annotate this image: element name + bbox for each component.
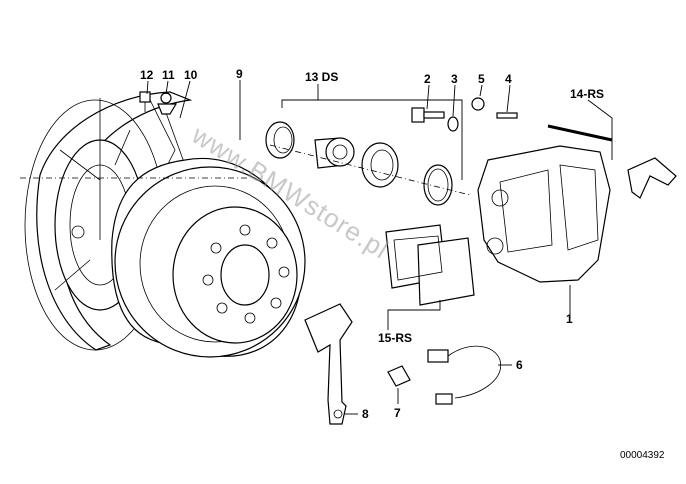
callout-13-ds: 13 DS [305,70,338,84]
callout-12: 12 [140,68,154,82]
callout-1: 1 [566,312,573,326]
wear-sensor-6 [427,345,501,405]
callout-4: 4 [505,72,512,86]
callout-14-rs: 14-RS [570,87,604,101]
brake-caliper [477,145,611,283]
callout-2: 2 [424,72,431,86]
callout-5: 5 [478,72,485,86]
screw-12 [139,91,151,112]
bleeder-5-4 [471,97,518,119]
callout-11: 11 [162,68,175,82]
bracket-8 [304,303,353,425]
brake-pads [385,224,475,306]
washer-11 [157,92,178,115]
callout-labels: 12 11 10 9 13 DS 2 3 5 4 14-RS 1 15-RS 6… [140,67,604,421]
callout-7: 7 [394,406,401,420]
callout-15-rs: 15-RS [378,331,412,345]
callout-6: 6 [516,358,523,372]
callout-10: 10 [184,68,198,82]
retaining-pin-14 [547,124,677,199]
bearing-kit [265,121,453,206]
bolt-2 [411,107,445,123]
sensor-clip-7 [387,365,411,387]
callout-9: 9 [236,67,243,81]
brake-disc [111,158,306,358]
wheel-bolt-holes [202,224,290,324]
leader-lines [146,80,613,415]
centerlines [20,98,471,240]
washer-3 [447,116,459,132]
document-number: 00004392 [620,450,665,461]
callout-8: 8 [362,407,369,421]
callout-3: 3 [451,72,458,86]
